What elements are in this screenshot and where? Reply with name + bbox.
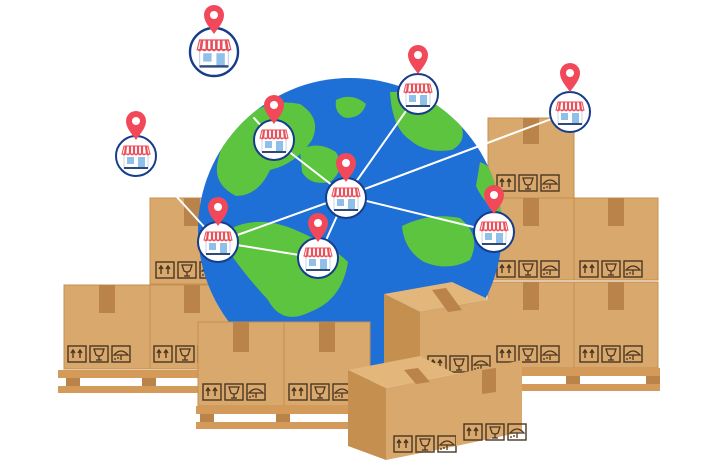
- store-marker-left: [114, 111, 158, 178]
- store-marker-top-right: [548, 63, 592, 134]
- store-marker-top-center: [396, 45, 440, 116]
- box-pile-front-right: [348, 282, 527, 460]
- box-stack-right: [487, 117, 659, 369]
- box-stack-front-left: [197, 321, 371, 407]
- store-marker-top-left: [188, 5, 240, 78]
- pallet-front: [196, 406, 372, 429]
